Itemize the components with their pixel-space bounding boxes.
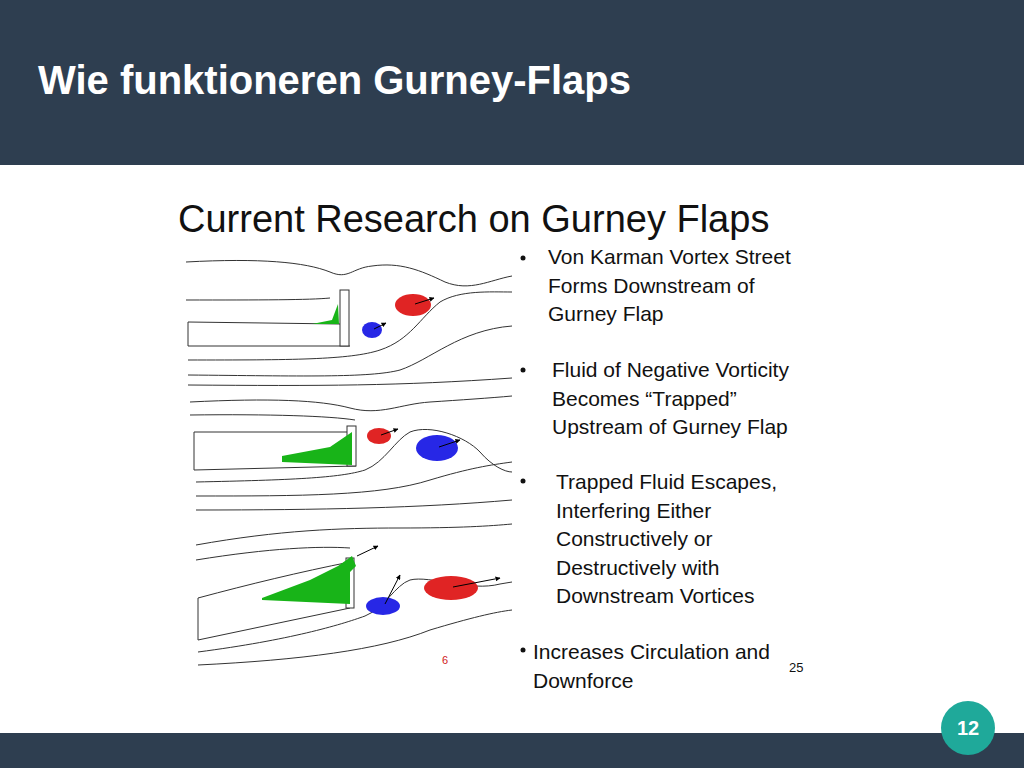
positive-vortex bbox=[424, 576, 478, 600]
negative-vortex bbox=[416, 435, 458, 461]
vortex-arrow bbox=[453, 578, 500, 587]
negative-vortex bbox=[362, 322, 382, 338]
bullet-text: Trapped Fluid Escapes, Interfering Eithe… bbox=[556, 468, 804, 611]
escape-arrow bbox=[357, 546, 378, 556]
image-heading: Current Research on Gurney Flaps bbox=[178, 196, 878, 242]
positive-vortex bbox=[367, 428, 391, 444]
vortex-arrow bbox=[374, 323, 386, 329]
bullet-text: Von Karman Vortex Street Forms Downstrea… bbox=[548, 243, 820, 329]
flow-panel bbox=[196, 524, 512, 665]
vortex-arrow bbox=[415, 298, 434, 304]
footer-bar bbox=[0, 733, 1024, 768]
page-number: 12 bbox=[957, 717, 979, 740]
figure-number: 6 bbox=[442, 653, 462, 667]
bullet-text: Increases Circulation and Downforce bbox=[533, 638, 808, 695]
flow-panel bbox=[190, 396, 512, 510]
positive-vortex bbox=[395, 294, 431, 316]
bullet-text: Fluid of Negative Vorticity Becomes “Tra… bbox=[552, 356, 824, 442]
trapped-fluid bbox=[312, 304, 339, 324]
page-number-badge: 12 bbox=[941, 701, 995, 755]
trapped-fluid bbox=[262, 556, 356, 604]
negative-vortex bbox=[366, 597, 400, 615]
vortex-arrow bbox=[381, 429, 398, 435]
flow-panel bbox=[186, 260, 512, 385]
vortex-arrow bbox=[439, 440, 460, 447]
vortex-arrow bbox=[385, 575, 400, 604]
page-reference: 25 bbox=[789, 660, 819, 676]
header-bar bbox=[0, 0, 1024, 165]
trapped-fluid bbox=[282, 432, 352, 465]
slide-title: Wie funktioneren Gurney-Flaps bbox=[38, 56, 631, 104]
bullet-dots bbox=[521, 256, 526, 653]
